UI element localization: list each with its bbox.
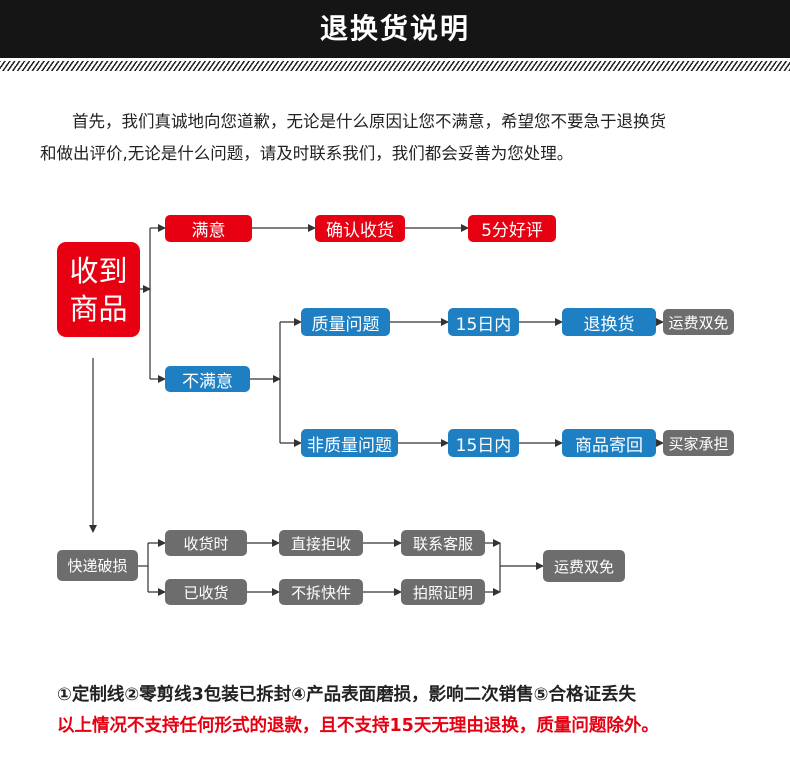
received-goods-box: 收到 商品	[57, 242, 140, 337]
intro-line-2: 和做出评价,无论是什么问题，请及时联系我们，我们都会妥善为您处理。	[40, 144, 574, 163]
photo-proof-box: 拍照证明	[401, 579, 485, 605]
contact-service-box: 联系客服	[401, 530, 485, 556]
non-quality-issue-box: 非质量问题	[301, 429, 398, 457]
reject-directly-box: 直接拒收	[279, 530, 363, 556]
damage-free-shipping-box: 运费双免	[543, 550, 625, 582]
page-title: 退换货说明	[0, 0, 790, 58]
already-received-box: 已收货	[165, 579, 247, 605]
exceptions-notes: ①定制线②零剪线3包装已拆封④产品表面磨损，影响二次销售⑤合格证丢失 以上情况不…	[57, 680, 777, 742]
hatched-divider	[0, 61, 790, 71]
satisfied-box: 满意	[165, 215, 252, 242]
exceptions-warning: 以上情况不支持任何形式的退款，且不支持15天无理由退换，质量问题除外。	[57, 716, 659, 736]
on-receipt-box: 收货时	[165, 530, 247, 556]
quality-15-days-box: 15日内	[448, 308, 519, 336]
quality-issue-box: 质量问题	[301, 308, 390, 336]
exceptions-list: ①定制线②零剪线3包装已拆封④产品表面磨损，影响二次销售⑤合格证丢失	[57, 685, 636, 705]
five-star-review-box: 5分好评	[468, 215, 556, 242]
shipping-damage-box: 快递破损	[57, 550, 138, 581]
intro-text: 首先，我们真诚地向您道歉，无论是什么原因让您不满意，希望您不要急于退换货 和做出…	[40, 106, 750, 170]
received-goods-line-2: 商品	[69, 291, 128, 326]
received-goods-line-1: 收到	[69, 253, 128, 288]
free-shipping-box: 运费双免	[663, 309, 734, 335]
confirm-receipt-box: 确认收货	[315, 215, 405, 242]
buyer-pays-box: 买家承担	[663, 430, 734, 456]
exchange-box: 退换货	[562, 308, 656, 336]
send-back-box: 商品寄回	[562, 429, 656, 457]
intro-line-1: 首先，我们真诚地向您道歉，无论是什么原因让您不满意，希望您不要急于退换货	[72, 112, 666, 131]
do-not-unpack-box: 不拆快件	[279, 579, 363, 605]
non-quality-15-days-box: 15日内	[448, 429, 519, 457]
unsatisfied-box: 不满意	[165, 366, 250, 392]
